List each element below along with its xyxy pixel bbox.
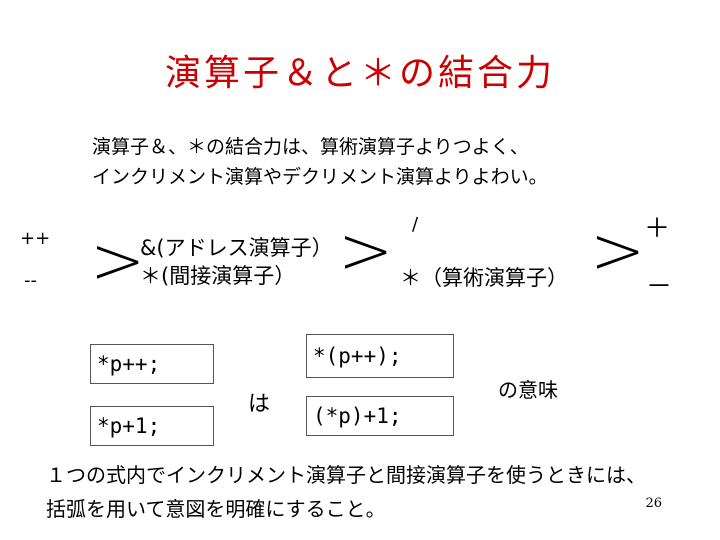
slide-title: 演算子＆と＊の結合力 <box>164 53 555 94</box>
code-example-1: *p++; <box>90 344 214 384</box>
multiplication-operator-label: ＊（算術演算子） <box>400 266 568 290</box>
meaning-label: の意味 <box>498 378 558 402</box>
greater-than-symbol-2: > <box>338 212 394 289</box>
decrement-operator: -- <box>24 270 37 291</box>
meaning-box-1-text: *(p++); <box>313 344 402 368</box>
code-example-2-text: *p+1; <box>97 414 161 438</box>
conclusion-text: １つの式内でインクリメント演算子と間接演算子を使うときには、 括弧を用いて意図を… <box>46 458 646 526</box>
meaning-box-2-text: (*p)+1; <box>313 404 402 428</box>
minus-operator: － <box>646 272 673 302</box>
intro-text: 演算子＆、＊の結合力は、算術演算子よりつよく、 インクリメント演算やデクリメント… <box>92 132 548 192</box>
conclusion-line-2: 括弧を用いて意図を明確にすること。 <box>46 497 386 521</box>
division-operator: / <box>412 214 419 235</box>
indirection-operator-label: ＊(間接演算子） <box>140 264 296 288</box>
greater-than-symbol-3: > <box>590 212 646 289</box>
meaning-box-1: *(p++); <box>306 334 454 378</box>
conclusion-line-1: １つの式内でインクリメント演算子と間接演算子を使うときには、 <box>46 463 646 487</box>
is-label: は <box>248 392 271 417</box>
code-example-2: *p+1; <box>90 406 214 446</box>
code-example-1-text: *p++; <box>97 352 161 376</box>
intro-line-1: 演算子＆、＊の結合力は、算術演算子よりつよく、 <box>92 136 529 158</box>
intro-line-2: インクリメント演算やデクリメント演算よりよわい。 <box>92 166 548 188</box>
plus-operator: ＋ <box>644 214 671 244</box>
increment-operator: ++ <box>20 228 51 249</box>
page-number: 26 <box>645 496 662 511</box>
greater-than-symbol-1: > <box>90 222 146 299</box>
meaning-box-2: (*p)+1; <box>306 396 454 436</box>
address-operator-label: &(アドレス演算子） <box>140 236 333 260</box>
